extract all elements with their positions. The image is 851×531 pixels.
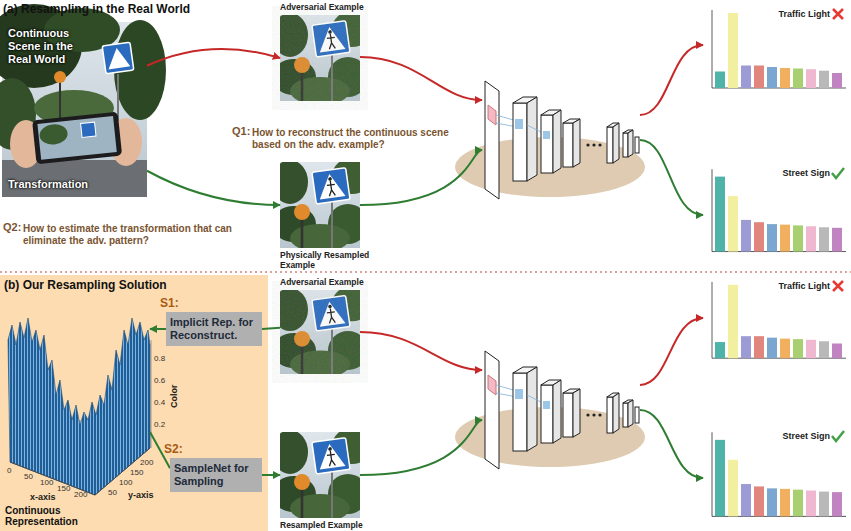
resampled-image xyxy=(272,428,372,522)
node-text: Adversarial Example xyxy=(280,277,360,287)
flow-connector xyxy=(262,474,280,476)
check-mark xyxy=(832,168,844,178)
adversarial-image xyxy=(272,286,372,378)
label-anchor: How to reconstruct the continuous scene … xyxy=(252,127,457,151)
flow-connector xyxy=(147,49,280,66)
node-text: Physically Resampled Example xyxy=(280,250,390,270)
label-anchor: 0.8 xyxy=(154,354,165,363)
adversarial-pattern xyxy=(280,15,360,101)
flow-connector xyxy=(150,328,166,330)
bar-chart: Street Sign xyxy=(700,428,848,525)
label-anchor: 0.6 xyxy=(154,376,165,385)
label-anchor: Q2: xyxy=(3,221,21,233)
label-anchor: 50 xyxy=(108,488,117,497)
real-world-photo xyxy=(0,4,166,197)
flow-connector xyxy=(262,328,280,329)
bar-chart: Traffic Light xyxy=(700,6,848,96)
step-box: S1:Implicit Rep. for Reconstruct. xyxy=(166,312,262,346)
resampled-image xyxy=(272,158,372,252)
label-anchor: 0.2 xyxy=(154,420,165,429)
bar-chart: Street Sign xyxy=(700,165,848,260)
tick-label: 200 xyxy=(140,458,153,467)
node-text: Traffic Light xyxy=(700,9,830,20)
wrong-mark xyxy=(833,281,843,291)
bar-chart: Traffic Light xyxy=(700,278,848,366)
node-text: Street Sign xyxy=(700,431,830,442)
tick-label: 0.6 xyxy=(154,376,165,385)
cnn-model xyxy=(455,81,645,199)
cnn-model xyxy=(455,351,645,469)
node-text: Resampled Example xyxy=(280,520,390,530)
label-anchor: 0 xyxy=(7,466,11,475)
question-number: Q1: xyxy=(232,125,250,137)
label-anchor: 150 xyxy=(130,468,143,477)
label-anchor: 200 xyxy=(74,490,87,499)
label-anchor: Q1: xyxy=(232,125,250,137)
label-anchor: 0.4 xyxy=(154,398,165,407)
step-box: S2:SampleNet for Sampling xyxy=(170,458,262,492)
solution-band-fill xyxy=(0,275,268,531)
node-text: Street Sign xyxy=(700,168,830,179)
tick-label: 0.2 xyxy=(154,420,165,429)
tick-label: 0 xyxy=(7,466,11,475)
adversarial-pattern xyxy=(280,290,360,374)
bar-chart xyxy=(712,282,846,358)
image-panel: Resampled Example xyxy=(280,432,360,518)
node-text: Adversarial Example xyxy=(280,2,360,12)
label-anchor: How to estimate the transformation that … xyxy=(23,223,263,247)
axis-label: Color xyxy=(169,385,179,409)
node-text: (b) Our Resampling Solution xyxy=(4,278,264,292)
tick-label: 50 xyxy=(108,488,117,497)
question-number: Q2: xyxy=(3,221,21,233)
label-anchor: x-axis xyxy=(30,492,56,502)
node-text: Continuous Representation xyxy=(5,505,95,527)
scene-photo: Continuous Scene in the Real WorldTransf… xyxy=(2,22,147,197)
node-text: Traffic Light xyxy=(700,281,830,292)
label-anchor: 150 xyxy=(57,484,70,493)
bar-chart xyxy=(712,169,846,251)
check-mark xyxy=(832,431,844,441)
surface-plot xyxy=(8,318,151,495)
wrong-mark xyxy=(833,9,843,19)
question-text: How to estimate the transformation that … xyxy=(23,223,263,247)
tick-label: 0.4 xyxy=(154,398,165,407)
image-panel: Adversarial Example xyxy=(280,15,360,101)
label-anchor: 50 xyxy=(24,472,33,481)
tick-label: 200 xyxy=(74,490,87,499)
panel-title: (a) Resampling in the Real World xyxy=(3,2,190,16)
adversarial-image xyxy=(272,11,372,105)
bar-chart xyxy=(712,10,846,88)
tick-label: 150 xyxy=(130,468,143,477)
image-panel: Adversarial Example xyxy=(280,290,360,374)
divider xyxy=(0,271,851,272)
tick-label: 50 xyxy=(24,472,33,481)
label-anchor: 100 xyxy=(119,478,132,487)
tick-label: 150 xyxy=(57,484,70,493)
question-text: How to reconstruct the continuous scene … xyxy=(252,127,457,151)
axis-label: y-axis xyxy=(128,490,154,500)
node-text: Continuous Scene in the Real World xyxy=(8,27,94,66)
flow-connector xyxy=(147,171,280,205)
tick-label: 0.8 xyxy=(154,354,165,363)
tick-label: 100 xyxy=(119,478,132,487)
label-anchor: 200 xyxy=(140,458,153,467)
node-text: SampleNet for Sampling xyxy=(174,462,258,488)
label-anchor: 100 xyxy=(40,478,53,487)
node-text: Implicit Rep. for Reconstruct. xyxy=(170,316,258,342)
node-text: Transformation xyxy=(8,178,141,191)
bar-chart xyxy=(712,432,846,516)
axis-label: x-axis xyxy=(30,492,56,502)
tick-label: 100 xyxy=(40,478,53,487)
label-anchor: y-axis xyxy=(128,490,154,500)
label-anchor: Color xyxy=(169,402,193,420)
image-panel: Physically Resampled Example xyxy=(280,162,360,248)
label-anchor: (a) Resampling in the Real World xyxy=(3,2,190,16)
flow-arrows xyxy=(360,45,703,478)
